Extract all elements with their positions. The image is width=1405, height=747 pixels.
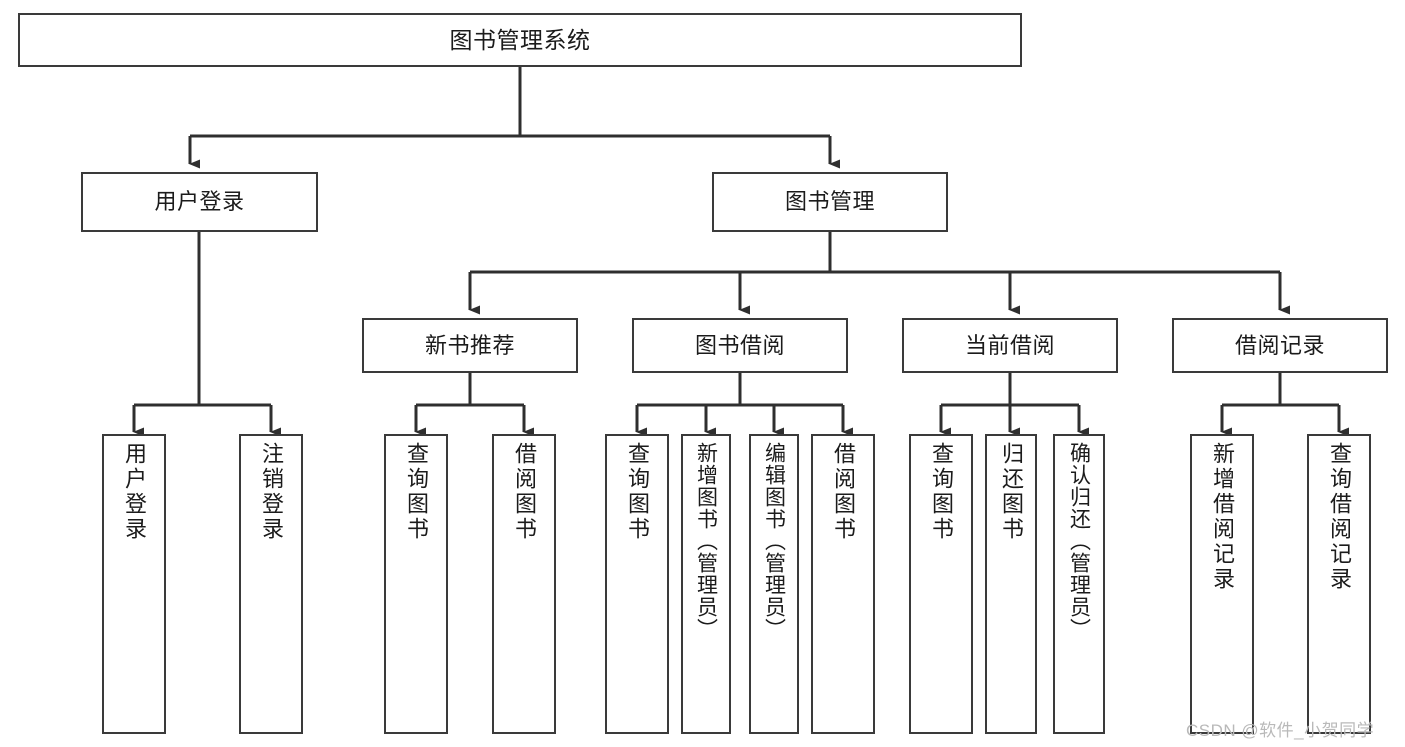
node-leaf-edit-book[interactable]: 编辑图书（管理员）	[749, 434, 799, 734]
node-leaf-confirm-return-label: 确认归还（管理员）	[1067, 442, 1091, 640]
node-leaf-query-book-3-label: 查询图书	[929, 442, 954, 542]
node-new-book-recommend-label: 新书推荐	[424, 332, 515, 358]
watermark-csdn: CSDN @软件_小贺同学	[1186, 721, 1375, 740]
node-leaf-borrow-book-1[interactable]: 借阅图书	[492, 434, 556, 734]
node-leaf-add-record[interactable]: 新增借阅记录	[1190, 434, 1254, 734]
node-leaf-query-book-1[interactable]: 查询图书	[384, 434, 448, 734]
node-leaf-query-book-1-label: 查询图书	[404, 442, 429, 542]
node-leaf-borrow-book-2-label: 借阅图书	[831, 442, 856, 542]
node-root-book-management-system[interactable]: 图书管理系统	[18, 13, 1022, 67]
node-leaf-query-book-2-label: 查询图书	[625, 442, 650, 542]
node-new-book-recommend[interactable]: 新书推荐	[362, 318, 578, 373]
node-leaf-user-login[interactable]: 用户登录	[102, 434, 166, 734]
node-user-login[interactable]: 用户登录	[81, 172, 318, 232]
node-leaf-add-book-label: 新增图书（管理员）	[694, 442, 718, 640]
node-current-borrow[interactable]: 当前借阅	[902, 318, 1118, 373]
node-leaf-add-record-label: 新增借阅记录	[1210, 442, 1235, 592]
node-leaf-add-book[interactable]: 新增图书（管理员）	[681, 434, 731, 734]
node-user-login-label: 用户登录	[154, 189, 245, 215]
node-book-management-label: 图书管理	[784, 189, 875, 215]
node-book-borrow[interactable]: 图书借阅	[632, 318, 848, 373]
node-leaf-query-record-label: 查询借阅记录	[1327, 442, 1352, 592]
node-leaf-logout-login[interactable]: 注销登录	[239, 434, 303, 734]
node-leaf-user-login-label: 用户登录	[122, 442, 147, 542]
node-leaf-logout-login-label: 注销登录	[259, 442, 284, 542]
node-current-borrow-label: 当前借阅	[964, 332, 1055, 358]
node-leaf-edit-book-label: 编辑图书（管理员）	[762, 442, 786, 640]
node-leaf-query-book-2[interactable]: 查询图书	[605, 434, 669, 734]
node-leaf-confirm-return[interactable]: 确认归还（管理员）	[1053, 434, 1105, 734]
node-leaf-borrow-book-1-label: 借阅图书	[512, 442, 537, 542]
node-borrow-record[interactable]: 借阅记录	[1172, 318, 1388, 373]
node-book-management[interactable]: 图书管理	[712, 172, 948, 232]
node-leaf-return-book-label: 归还图书	[999, 442, 1024, 542]
node-borrow-record-label: 借阅记录	[1234, 332, 1325, 358]
node-leaf-return-book[interactable]: 归还图书	[985, 434, 1037, 734]
node-book-borrow-label: 图书借阅	[694, 332, 785, 358]
node-leaf-borrow-book-2[interactable]: 借阅图书	[811, 434, 875, 734]
node-root-label: 图书管理系统	[449, 26, 591, 53]
node-leaf-query-record[interactable]: 查询借阅记录	[1307, 434, 1371, 734]
node-leaf-query-book-3[interactable]: 查询图书	[909, 434, 973, 734]
